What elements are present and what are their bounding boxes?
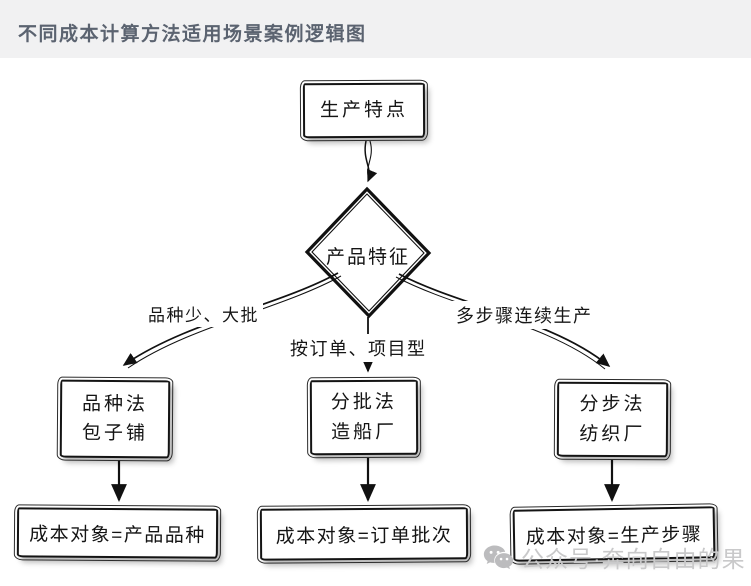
node-method-variety: 品种法 包子铺 bbox=[56, 376, 174, 462]
method-example: 纺织厂 bbox=[579, 423, 646, 445]
node-method-batch: 分批法 造船厂 bbox=[306, 376, 422, 459]
node-cost-object-variety: 成本对象=产品品种 bbox=[13, 504, 222, 562]
method-name: 分步法 bbox=[579, 393, 646, 416]
branch-condition-middle: 按订单、项目型 bbox=[286, 334, 431, 362]
page-title: 不同成本计算方法适用场景案例逻辑图 bbox=[18, 24, 367, 45]
method-name: 分批法 bbox=[330, 391, 397, 414]
connector-start-to-decision bbox=[364, 140, 378, 183]
cost-object-label: 成本对象=订单批次 bbox=[275, 524, 453, 548]
title-bar bbox=[0, 0, 751, 58]
node-cost-object-order: 成本对象=订单批次 bbox=[256, 504, 472, 564]
method-name: 品种法 bbox=[82, 393, 149, 415]
node-label: 生产特点 bbox=[319, 99, 409, 122]
method-example: 造船厂 bbox=[331, 421, 398, 443]
branch-condition-left: 品种少、大批 bbox=[144, 300, 263, 327]
branch-condition-right: 多步骤连续生产 bbox=[452, 301, 597, 329]
watermark: 公众号·奔向自由的果 bbox=[483, 540, 746, 574]
watermark-text: 公众号·奔向自由的果 bbox=[521, 546, 746, 572]
cost-object-label: 成本对象=产品品种 bbox=[29, 523, 206, 547]
node-product-characteristics: 产品特征 bbox=[325, 247, 410, 268]
method-example: 包子铺 bbox=[81, 422, 148, 445]
node-method-step: 分步法 纺织厂 bbox=[553, 378, 672, 461]
node-production-features: 生产特点 bbox=[299, 79, 429, 142]
wechat-icon bbox=[483, 544, 514, 571]
